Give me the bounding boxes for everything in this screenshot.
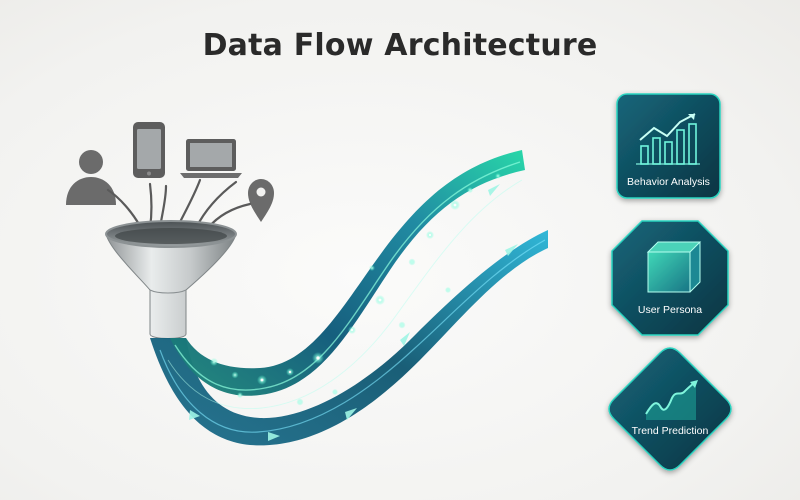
cube-icon bbox=[646, 241, 702, 293]
bar-chart-icon bbox=[636, 113, 700, 165]
diagram-title: Data Flow Architecture bbox=[202, 28, 598, 63]
trend-prediction-label: Trend Prediction bbox=[632, 425, 709, 437]
smartphone-icon bbox=[133, 122, 165, 178]
user-icon bbox=[66, 150, 116, 205]
funnel bbox=[105, 220, 237, 339]
behavior-analysis-label: Behavior Analysis bbox=[627, 176, 710, 188]
location-pin-icon bbox=[248, 179, 274, 222]
behavior-analysis-card: Behavior Analysis bbox=[616, 93, 721, 199]
user-persona-label: User Persona bbox=[638, 304, 702, 316]
trend-line-icon bbox=[645, 380, 698, 420]
laptop-icon bbox=[180, 139, 242, 178]
user-persona-card: User Persona bbox=[611, 220, 729, 336]
trend-prediction-card: Trend Prediction bbox=[608, 347, 732, 471]
data-stream bbox=[150, 150, 548, 446]
